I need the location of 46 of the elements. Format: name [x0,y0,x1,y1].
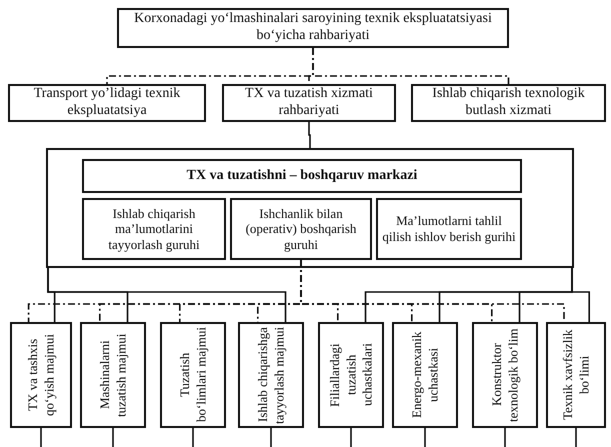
unit-label: TX va tuzatish xizmati rahbariyati [244,86,374,120]
unit-box [318,322,384,428]
center-box [82,159,522,193]
unit-label: Filiallardagi tuzatish uchastkalari [326,342,376,409]
connector-line [300,260,565,322]
unit-box [411,84,606,122]
connector-line [424,428,426,447]
unit-box [546,322,606,428]
unit-box [80,322,146,428]
connector-line [192,428,194,447]
unit-label: Energo-mexanik uchastkasi [408,330,441,420]
connector-line [571,268,590,322]
unit-label: Konstruktor texnologik bo‘lim [488,327,522,424]
unit-box [472,322,538,428]
unit-box [222,84,396,122]
unit-label: Tuzatish bo‘limlari majmui [176,326,210,424]
unit-box [82,198,226,260]
connector-line [350,428,352,447]
connector-line [308,122,311,148]
unit-label: TX va tuzatishni – boshqaruv markazi [186,168,418,184]
unit-label: Texnik xavfsizlik bo‘limi [560,328,592,422]
frame-box [46,148,574,268]
unit-label: Ishlab chiqarish ma’lumotlarini tayyorlash guruhi [107,206,201,252]
unit-box [10,322,72,428]
unit-box [160,322,226,428]
unit-label: Korxonadagi yo‘lmashinalari saroyining texnik ekspluatatsiyasi bo‘yicha rahbariyati [133,11,493,45]
unit-box [8,84,206,122]
connector-line [312,48,510,84]
unit-label: Ishlab chiqarish texnologik butlash xizmati [431,86,586,120]
unit-box [392,322,458,428]
connector-line [504,428,506,447]
unit-box [230,198,372,260]
unit-box [376,198,522,260]
connector-line [112,428,114,447]
unit-label: Ishlab chiqarishga tayyorlash majmui [254,326,288,424]
connector-line [575,428,577,447]
unit-label: Transport yo’lidagi texnik ekspluatatsiya [32,86,182,120]
connector-line [47,268,286,322]
connector-line [40,428,42,447]
unit-box [238,322,304,428]
unit-label: Mashinalarni tuzatish majmui [96,332,130,419]
unit-label: Ma’lumotlarni tahlil qilish ishlov berish gurihi [382,213,516,245]
connector-line [270,428,272,447]
unit-label: Ishchanlik bilan (operativ) boshqarish guruhi [244,206,358,252]
unit-label: TX va tashxis qo‘yish majmui [24,333,58,418]
unit-box [117,8,509,48]
